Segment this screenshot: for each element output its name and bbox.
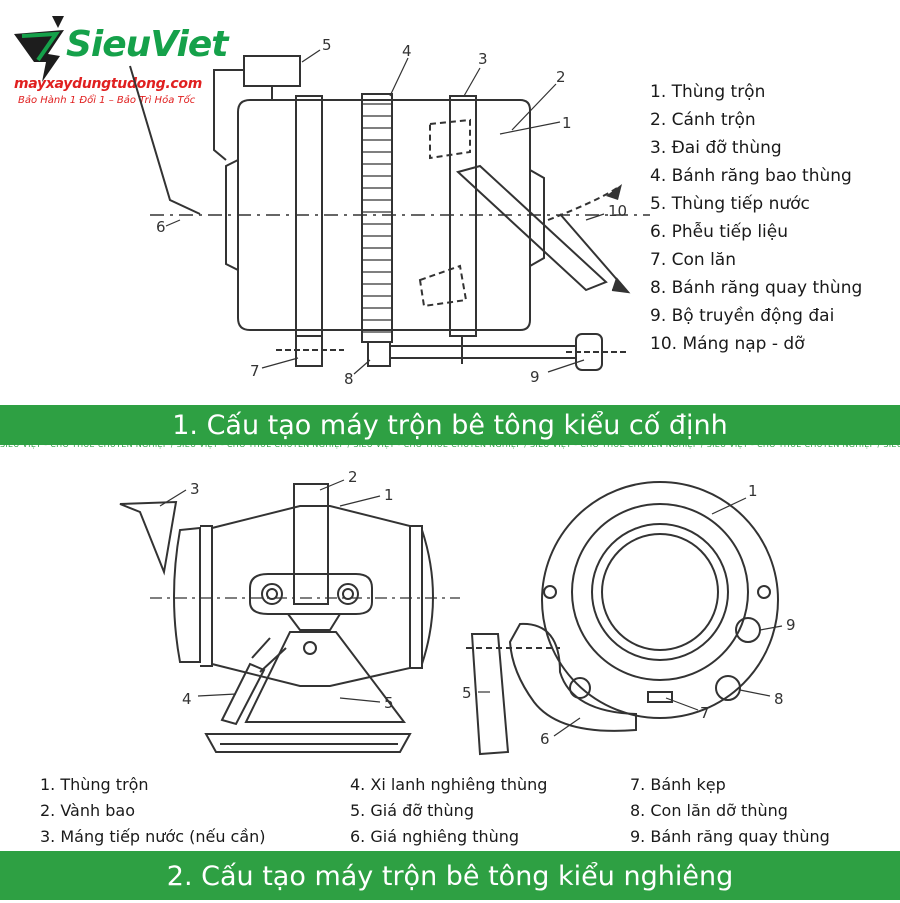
clamp-wheel: [647, 691, 673, 703]
legend-item: 5. Thùng tiếp nước: [650, 194, 810, 214]
stand-front: [470, 633, 510, 756]
brand-domain: mayxaydungtudong.com: [14, 76, 202, 92]
diagram2-side-number: 4: [182, 690, 192, 708]
diagram2-front-number: 9: [786, 616, 796, 634]
legend-item: 5. Giá đỡ thùng: [350, 801, 474, 820]
mixing-blade-bottom: [418, 264, 468, 308]
diagram2-front-number: 8: [774, 690, 784, 708]
logo-mark-icon: [14, 16, 64, 82]
discharge-arrow: [559, 213, 627, 291]
tilt-frame: [508, 622, 637, 732]
diagram2-front-number: 1: [748, 482, 758, 500]
legend-item: 6. Phễu tiếp liệu: [650, 222, 789, 242]
diagram2-side-number: 1: [384, 486, 394, 504]
brand-name: SieuViet: [66, 24, 229, 65]
diagram1-number: 3: [478, 50, 488, 68]
tilting-mixer-side-view: [119, 483, 460, 753]
tilting-drum: [173, 526, 201, 663]
water-chute: [119, 500, 178, 576]
watermark-strip: SIÊU VIỆT - CHO THUÊ CHUYÊN NGHIỆP / SIÊ…: [0, 440, 900, 449]
legend-item: 2. Vành bao: [40, 801, 135, 820]
mixer-base: [204, 733, 412, 753]
legend-item: 4. Xi lanh nghiêng thùng: [350, 775, 548, 794]
diagram1-number: 7: [250, 362, 260, 380]
legend-item: 3. Đai đỡ thùng: [650, 138, 782, 158]
support-band-3: [295, 95, 323, 337]
legend-item: 8. Bánh răng quay thùng: [650, 278, 863, 298]
legend-tilting-col2: 4. Xi lanh nghiêng thùng 5. Giá đỡ thùng…: [350, 772, 547, 850]
drum-end-left: [225, 159, 239, 271]
legend-item: 6. Giá nghiêng thùng: [350, 827, 520, 846]
legend-tilting-col3: 7. Bánh kẹp 8. Con lăn dỡ thùng 9. Bánh …: [630, 772, 830, 850]
brand-slogan: Bảo Hành 1 Đổi 1 – Bảo Trì Hỏa Tốc: [18, 95, 196, 106]
legend-item: 7. Con lăn: [650, 250, 736, 270]
legend-item: 7. Bánh kẹp: [630, 775, 726, 794]
legend-fixed-mixer: 1. Thùng trộn 2. Cánh trộn 3. Đai đỡ thù…: [650, 78, 862, 358]
diagram2-front-number: 5: [462, 684, 472, 702]
legend-item: 2. Cánh trộn: [650, 110, 756, 130]
legend-item: 4. Bánh răng bao thùng: [650, 166, 852, 186]
tilting-mixer-front-view: [466, 481, 779, 756]
legend-item: 10. Máng nạp - dỡ: [650, 334, 805, 354]
diagram1-number: 10: [608, 202, 627, 220]
legend-item: 3. Máng tiếp nước (nếu cần): [40, 827, 266, 846]
diagram2-side-number: 3: [190, 480, 200, 498]
mixing-blade-top: [429, 118, 471, 160]
drum-outer-ring: [541, 481, 779, 719]
legend-item: 1. Thùng trộn: [40, 775, 149, 794]
section1-banner: 1. Cấu tạo máy trộn bê tông kiểu cố định: [0, 405, 900, 445]
tilt-cylinder: [220, 662, 266, 726]
diagram1-number: 5: [322, 36, 332, 54]
diagram2-side-number: 2: [348, 468, 358, 486]
diagram1-number: 1: [562, 114, 572, 132]
section2-banner: 2. Cấu tạo máy trộn bê tông kiểu nghiêng: [0, 851, 900, 900]
feed-hopper: [129, 65, 201, 215]
diagram1-number: 6: [156, 218, 166, 236]
roller-front: [715, 675, 741, 701]
diagram1-number: 9: [530, 368, 540, 386]
legend-item: 9. Bộ truyền động đai: [650, 306, 835, 326]
ring-band: [293, 483, 329, 605]
drive-shaft: [389, 345, 577, 359]
diagram1-number: 4: [402, 42, 412, 60]
support-band-right: [449, 95, 477, 337]
discharge-chute: [455, 164, 608, 292]
drive-gear: [367, 341, 391, 367]
diagram-fixed-mixer: 1 2 3 4 5 6 7 8 9 10: [129, 36, 650, 388]
diagram2-side-number: 5: [384, 694, 394, 712]
drum-end-right: [529, 169, 545, 267]
diagram1-number: 2: [556, 68, 566, 86]
brand-logo: [14, 16, 64, 82]
diagram1-number: 8: [344, 370, 354, 388]
drum-frame: [249, 573, 373, 615]
water-pipe: [213, 69, 244, 161]
diagram-tilting-mixer: 1 2 3 4 5 1 5 6 7 8 9: [119, 468, 796, 756]
diagram2-front-number: 6: [540, 730, 550, 748]
water-tank: [243, 55, 301, 87]
ring-gear-teeth: [362, 103, 392, 333]
legend-item: 9. Bánh răng quay thùng: [630, 827, 830, 846]
diagram2-front-number: 7: [700, 704, 710, 722]
legend-item: 1. Thùng trộn: [650, 82, 766, 102]
legend-tilting-col1: 1. Thùng trộn 2. Vành bao 3. Máng tiếp n…: [40, 772, 266, 850]
legend-item: 8. Con lăn dỡ thùng: [630, 801, 788, 820]
drum-stand: [244, 631, 407, 723]
drum-opening: [591, 523, 729, 661]
mixer-drum: [237, 99, 531, 331]
ring-gear: [361, 93, 393, 343]
